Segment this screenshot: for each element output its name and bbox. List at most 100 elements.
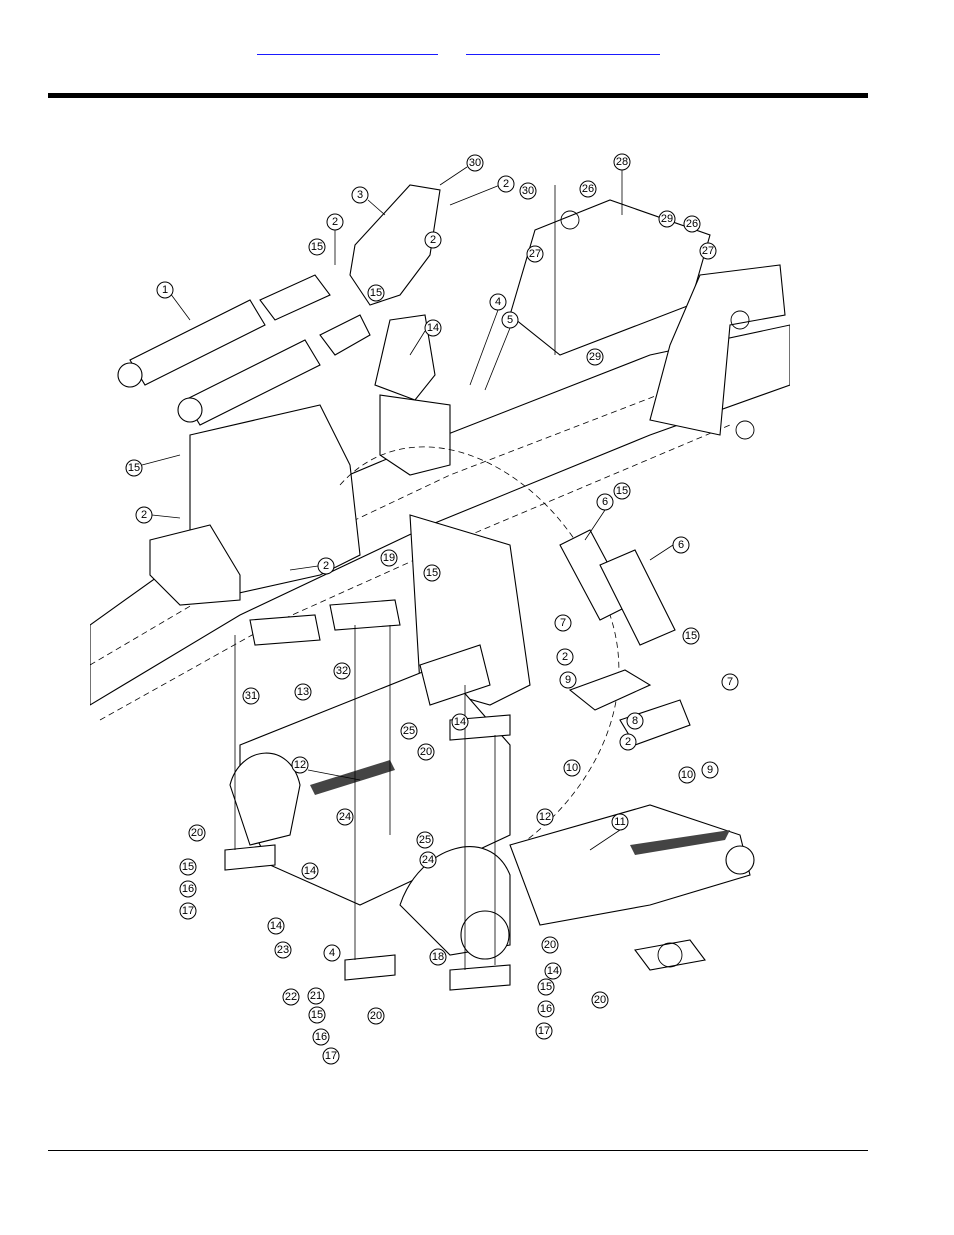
callout-23: 23 (274, 941, 292, 959)
callout-30-b: 30 (519, 182, 537, 200)
callout-6-a: 6 (584, 493, 614, 541)
callout-27-a: 27 (526, 245, 544, 263)
callout-1: 1 (156, 281, 191, 321)
callout-14-a: 14 (409, 319, 442, 356)
svg-text:17: 17 (325, 1050, 337, 1062)
callout-12-a: 12 (291, 756, 361, 781)
callout-32: 32 (333, 662, 351, 680)
callout-15-b: 15 (367, 284, 385, 302)
svg-text:27: 27 (529, 248, 541, 260)
svg-text:20: 20 (594, 994, 606, 1006)
svg-text:20: 20 (544, 939, 556, 951)
svg-text:7: 7 (560, 617, 566, 629)
callout-29-a: 29 (658, 210, 676, 228)
svg-text:14: 14 (270, 920, 282, 932)
hydraulic-cylinders-right (559, 529, 691, 746)
svg-text:12: 12 (539, 811, 551, 823)
svg-text:30: 30 (522, 185, 534, 197)
callout-4-b: 4 (323, 944, 341, 962)
callout-21: 21 (307, 987, 325, 1005)
svg-text:14: 14 (427, 322, 439, 334)
callout-24-a: 24 (336, 808, 354, 826)
callout-17-b: 17 (322, 1047, 340, 1065)
svg-text:16: 16 (315, 1031, 327, 1043)
svg-text:14: 14 (454, 716, 466, 728)
svg-text:21: 21 (310, 990, 322, 1002)
svg-text:2: 2 (332, 216, 338, 228)
svg-text:25: 25 (403, 725, 415, 737)
callout-14-e: 14 (544, 962, 562, 980)
svg-text:10: 10 (681, 769, 693, 781)
header-link-1[interactable] (257, 40, 438, 55)
svg-text:20: 20 (420, 746, 432, 758)
callout-26-b: 26 (683, 215, 701, 233)
svg-text:30: 30 (469, 157, 481, 169)
callout-20-a: 20 (417, 743, 435, 761)
svg-text:23: 23 (277, 944, 289, 956)
svg-text:19: 19 (383, 552, 395, 564)
callout-15-f: 15 (682, 627, 700, 645)
callout-16-c: 16 (537, 1000, 555, 1018)
svg-text:15: 15 (128, 462, 140, 474)
svg-text:15: 15 (685, 630, 697, 642)
main-frame (90, 199, 790, 846)
callout-2-c: 2 (449, 175, 515, 206)
callout-20-b: 20 (188, 824, 206, 842)
callout-2-b: 2 (424, 231, 442, 249)
svg-text:20: 20 (191, 827, 203, 839)
svg-text:2: 2 (562, 651, 568, 663)
svg-text:15: 15 (182, 861, 194, 873)
svg-text:12: 12 (294, 759, 306, 771)
svg-text:2: 2 (503, 178, 509, 190)
svg-text:6: 6 (602, 496, 608, 508)
callout-20-e: 20 (591, 991, 609, 1009)
svg-text:27: 27 (702, 245, 714, 257)
callout-10-b: 10 (678, 766, 696, 784)
callout-15-g: 15 (179, 858, 197, 876)
svg-text:15: 15 (616, 485, 628, 497)
callout-7-b: 7 (721, 673, 739, 691)
callout-2-f: 2 (556, 648, 574, 666)
callout-12-b: 12 (536, 808, 554, 826)
svg-text:10: 10 (566, 762, 578, 774)
svg-text:25: 25 (419, 834, 431, 846)
svg-text:8: 8 (632, 715, 638, 727)
callout-15-c: 15 (125, 454, 181, 477)
svg-text:11: 11 (614, 816, 625, 828)
callout-3: 3 (351, 186, 386, 216)
svg-text:16: 16 (182, 883, 194, 895)
callout-26-a: 26 (579, 180, 597, 198)
callout-25-b: 25 (416, 831, 434, 849)
svg-text:1: 1 (162, 284, 168, 296)
svg-text:2: 2 (323, 560, 329, 572)
svg-text:29: 29 (661, 213, 673, 225)
svg-text:13: 13 (297, 686, 309, 698)
svg-text:17: 17 (538, 1025, 550, 1037)
callout-31: 31 (242, 687, 260, 705)
svg-text:4: 4 (495, 296, 501, 308)
svg-text:5: 5 (507, 314, 513, 326)
callout-15-d: 15 (423, 564, 441, 582)
callout-24-b: 24 (419, 851, 437, 869)
svg-text:29: 29 (589, 351, 601, 363)
svg-text:20: 20 (370, 1010, 382, 1022)
callout-6-b: 6 (649, 536, 690, 561)
callout-29-b: 29 (586, 348, 604, 366)
svg-text:24: 24 (422, 854, 434, 866)
callout-2-g: 2 (619, 733, 637, 751)
lower-axle-assembly (229, 644, 755, 960)
header-rule (48, 93, 868, 98)
callout-5: 5 (484, 311, 519, 391)
svg-text:2: 2 (430, 234, 436, 246)
header-link-2[interactable] (466, 40, 660, 55)
callout-9-b: 9 (701, 761, 719, 779)
callout-15-a: 15 (308, 238, 326, 256)
callout-28: 28 (613, 153, 631, 215)
callout-16-b: 16 (312, 1028, 330, 1046)
callout-20-d: 20 (541, 936, 559, 954)
callout-17-a: 17 (179, 902, 197, 920)
svg-text:18: 18 (432, 951, 444, 963)
callout-10-a: 10 (563, 759, 581, 777)
hydraulic-cylinders-upper (117, 184, 441, 426)
callout-8: 8 (626, 712, 644, 730)
